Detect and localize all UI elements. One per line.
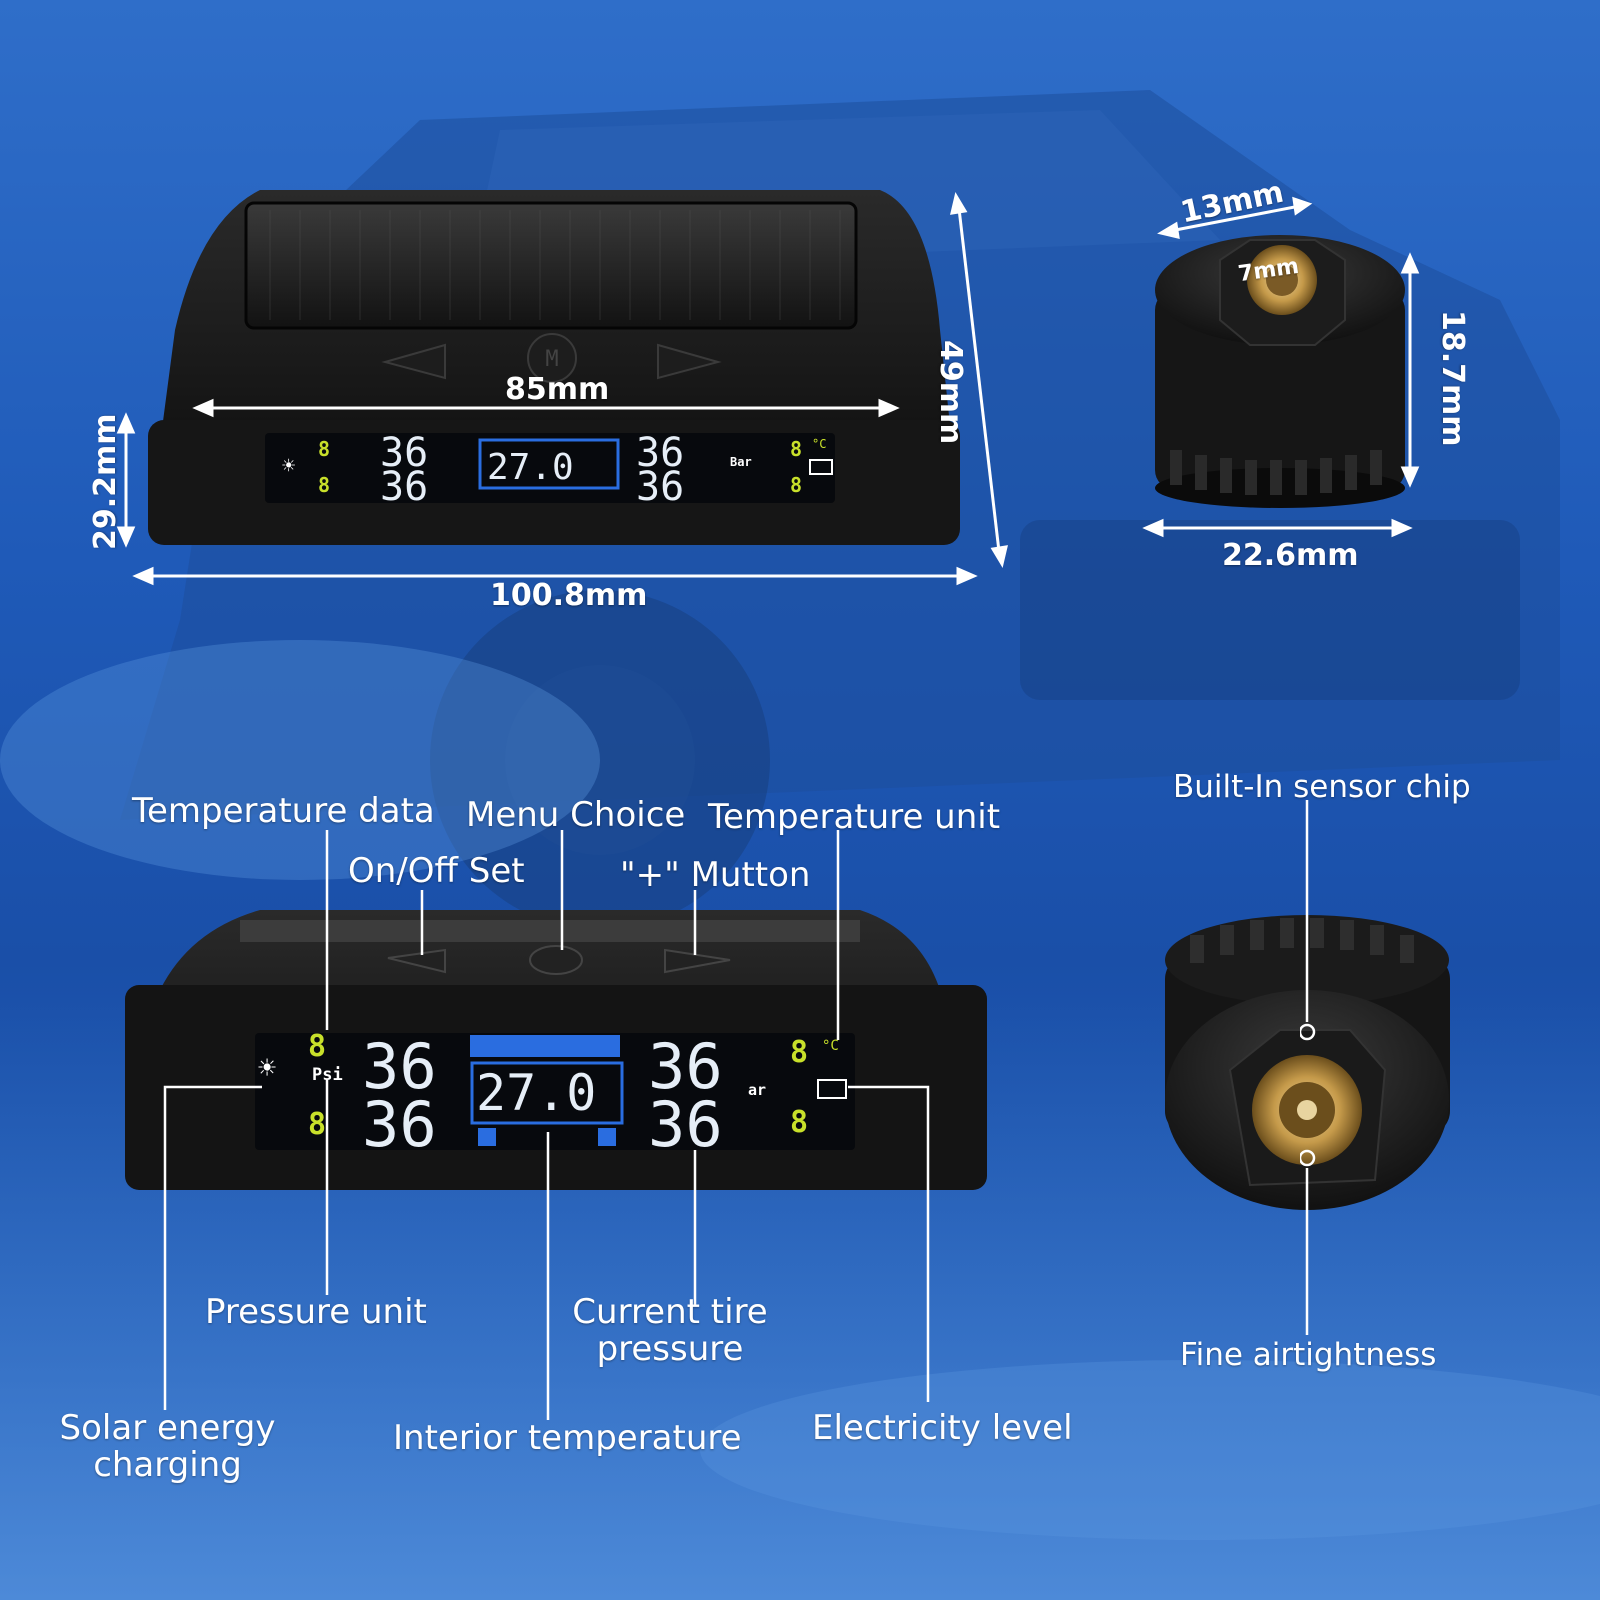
svg-text:Psi: Psi	[312, 1065, 343, 1085]
dim-top-width: 85mm	[505, 372, 610, 407]
svg-text:Bar: Bar	[730, 455, 752, 469]
sensor-cap-bottom	[1165, 915, 1450, 1210]
svg-text:8: 8	[790, 473, 802, 497]
svg-text:27.0: 27.0	[476, 1064, 596, 1122]
right-button-icon	[657, 343, 722, 380]
svg-text:°C: °C	[822, 1038, 839, 1054]
callout-interior-temperature: Interior temperature	[393, 1418, 742, 1458]
svg-text:8: 8	[790, 437, 802, 461]
callout-pressure-unit: Pressure unit	[205, 1292, 427, 1332]
callout-electricity-level: Electricity level	[812, 1408, 1073, 1448]
callout-plus-button: "+" Mutton	[620, 855, 811, 895]
svg-text:36: 36	[636, 464, 684, 510]
svg-text:36: 36	[362, 1030, 437, 1103]
sun-icon: ☀	[282, 454, 295, 479]
svg-text:36: 36	[380, 430, 428, 476]
callout-on-off-set: On/Off Set	[348, 851, 525, 891]
lcd-screen-front	[255, 1033, 855, 1150]
callout-built-in-chip: Built-In sensor chip	[1173, 769, 1471, 805]
callout-temperature-unit: Temperature unit	[708, 797, 1001, 837]
svg-text:°C: °C	[812, 437, 826, 451]
callout-fine-airtightness: Fine airtightness	[1180, 1337, 1437, 1373]
sensor-cap-top	[1142, 196, 1420, 538]
left-button-icon	[381, 343, 446, 380]
svg-text:8: 8	[308, 1029, 326, 1064]
dim-sensor-diameter: 22.6mm	[1222, 538, 1359, 573]
svg-text:36: 36	[636, 430, 684, 476]
callout-current-tire-pressure: Current tire pressure	[570, 1292, 770, 1370]
svg-text:8: 8	[790, 1035, 808, 1070]
monitor-front-view: ☀ 8 Psi 8 36 36 27.0 36 36 ar 8 °C 8	[125, 830, 987, 1420]
callout-menu-choice: Menu Choice	[466, 795, 686, 835]
dim-total-width: 100.8mm	[490, 578, 648, 613]
callout-current-tire-line1: Current tire	[572, 1292, 768, 1332]
lcd-screen	[265, 433, 835, 503]
monitor-top-view: M ☀ 8 8 36 36 27.0 36 36 Bar 8 °C 8	[116, 190, 1008, 586]
svg-text:27.0: 27.0	[487, 447, 574, 488]
callout-current-tire-line2: pressure	[596, 1329, 744, 1370]
battery-icon	[809, 459, 833, 475]
callout-solar-line2: charging	[93, 1445, 242, 1486]
svg-text:36: 36	[362, 1088, 437, 1161]
svg-text:8: 8	[790, 1105, 808, 1140]
callout-temperature-data: Temperature data	[132, 791, 435, 831]
svg-text:8: 8	[318, 473, 330, 497]
svg-text:36: 36	[648, 1030, 723, 1103]
solar-panel	[244, 201, 858, 330]
svg-text:8: 8	[308, 1107, 326, 1142]
dim-height: 49mm	[933, 340, 968, 445]
menu-button-icon	[527, 333, 577, 383]
sun-icon-front: ☀	[258, 1051, 276, 1086]
dim-screen-height: 29.2mm	[88, 413, 123, 550]
sensor-callout-lines	[1300, 800, 1316, 1335]
menu-button-glyph: M	[545, 347, 558, 372]
svg-text:8: 8	[318, 437, 330, 461]
callout-solar: Solar energy charging	[55, 1408, 280, 1486]
svg-text:36: 36	[648, 1088, 723, 1161]
callout-solar-line1: Solar energy	[59, 1408, 276, 1448]
dim-sensor-height: 18.7mm	[1435, 310, 1470, 447]
sensor-body	[1155, 290, 1405, 490]
battery-icon-front	[817, 1079, 847, 1099]
svg-text:36: 36	[380, 464, 428, 510]
svg-text:ar: ar	[748, 1081, 766, 1099]
